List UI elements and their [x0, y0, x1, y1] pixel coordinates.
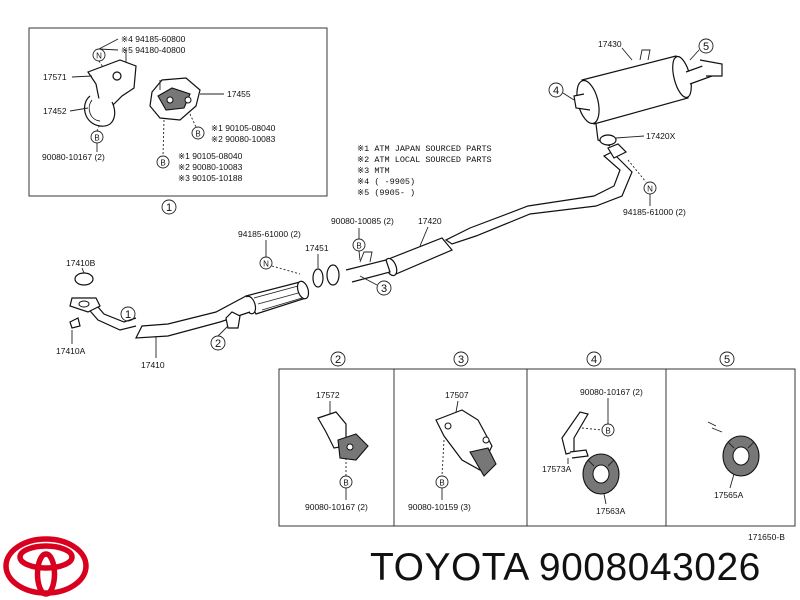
- insulator-17565a: [722, 435, 760, 477]
- inset-1: N ※4 94185-60800 ※5 94180-40800 17571 17…: [28, 27, 328, 215]
- label-90080-10085: 90080-10085 (2): [331, 216, 394, 226]
- diagram-code: 171650-B: [748, 532, 785, 542]
- ref-circle-2-panel: [330, 351, 346, 367]
- brand-part-number: TOYOTA 9008043026: [370, 546, 761, 589]
- bolt-symbol-right-icon: [191, 126, 205, 140]
- muffler-17430: [573, 49, 723, 147]
- label-17507: 17507: [445, 390, 469, 400]
- label-17451: 17451: [305, 243, 329, 253]
- label-17571: 17571: [43, 72, 67, 82]
- label-90080-10167-inset: 90080-10167 (2): [42, 152, 105, 162]
- bolt-symbol-panel4-letter: B: [605, 427, 610, 436]
- label-17420: 17420: [418, 216, 442, 226]
- ref-circle-5-main: [698, 38, 714, 54]
- label-17452: 17452: [43, 106, 67, 116]
- label-17563a: 17563A: [596, 506, 626, 516]
- label-90105-10188: ※3 90105-10188: [178, 173, 243, 183]
- label-90080-10083-b: ※2 90080-10083: [178, 162, 243, 172]
- label-17430: 17430: [598, 39, 622, 49]
- bolt-symbol-panel2-letter: B: [343, 479, 348, 488]
- bracket-17571: [87, 59, 137, 111]
- bolt-symbol-lower-letter: B: [160, 159, 165, 168]
- label-94185-60800: ※4 94185-60800: [121, 34, 186, 44]
- gasket-17410b: [74, 272, 94, 286]
- gasket-17420x: [599, 134, 617, 146]
- legend-line-3: ※3 MTM: [357, 166, 390, 176]
- label-17573a: 17573A: [542, 464, 572, 474]
- detail-panels-frame: [278, 368, 796, 527]
- nut-symbol-letter: N: [96, 52, 102, 61]
- ref-circle-1-label: 1: [166, 202, 172, 214]
- nut-symbol-rear-letter: N: [647, 185, 653, 194]
- ref-circle-2-panel-label: 2: [335, 354, 341, 366]
- inset-1-frame: [28, 27, 328, 197]
- toyota-logo: [3, 536, 89, 597]
- insulator-17563a: [582, 453, 620, 495]
- label-90080-10083-a: ※2 90080-10083: [211, 134, 276, 144]
- legend: ※1 ATM JAPAN SOURCED PARTS ※2 ATM LOCAL …: [357, 144, 492, 198]
- ref-circle-1-main-label: 1: [125, 309, 131, 321]
- bracket-17573a: [561, 411, 589, 455]
- label-90105-08040-a: ※1 90105-08040: [211, 123, 276, 133]
- label-94185-61000-left: 94185-61000 (2): [238, 229, 301, 239]
- label-17410: 17410: [141, 360, 165, 370]
- bolt-symbol-letter: B: [94, 134, 99, 143]
- ref-circle-5-main-label: 5: [703, 41, 709, 53]
- label-90105-08040-b: ※1 90105-08040: [178, 151, 243, 161]
- legend-line-4: ※4 ( -9905): [357, 177, 415, 187]
- ref-circle-3-main-label: 3: [381, 283, 387, 295]
- ref-circle-5-panel-label: 5: [724, 354, 730, 366]
- label-17455: 17455: [227, 89, 251, 99]
- label-90080-10167-panel4: 90080-10167 (2): [580, 387, 643, 397]
- ref-circle-4-panel-label: 4: [591, 354, 597, 366]
- legend-line-2: ※2 ATM LOCAL SOURCED PARTS: [357, 155, 492, 165]
- center-pipe: [444, 151, 633, 245]
- clamp-17452: [83, 95, 116, 127]
- label-94185-61000-right: 94185-61000 (2): [623, 207, 686, 217]
- bolt-symbol-center-letter: B: [356, 242, 361, 251]
- label-90080-10167-panel2: 90080-10167 (2): [305, 502, 368, 512]
- label-17572: 17572: [316, 390, 340, 400]
- gasket-17451: [312, 268, 324, 288]
- ref-circle-3-panel-label: 3: [458, 354, 464, 366]
- label-17565a: 17565A: [714, 490, 744, 500]
- legend-line-5: ※5 (9905- ): [357, 188, 415, 198]
- exhaust-assembly: 17430 5 4 17420X N 94185-61000 (2) 90080…: [56, 38, 723, 370]
- ref-circle-4-panel: [586, 351, 602, 367]
- label-17410b: 17410B: [66, 258, 96, 268]
- ref-circle-1-main: [120, 306, 136, 322]
- label-17420x: 17420X: [646, 131, 676, 141]
- label-17410a: 17410A: [56, 346, 86, 356]
- nut-symbol-front-letter: N: [263, 260, 269, 269]
- bolt-symbol-right-letter: B: [195, 130, 200, 139]
- ref-circle-3-panel: [453, 351, 469, 367]
- ref-circle-4-main-label: 4: [553, 85, 559, 97]
- ref-circle-4-main: [548, 82, 564, 98]
- ref-circle-5-panel: [719, 351, 735, 367]
- ref-circle-1: [161, 199, 177, 215]
- detail-panels: 2 17572 B 90080-10167 (2) 3 17507 B 9008…: [278, 351, 796, 542]
- legend-line-1: ※1 ATM JAPAN SOURCED PARTS: [357, 144, 492, 154]
- front-pipe-17410: [134, 295, 251, 339]
- label-90080-10159: 90080-10159 (3): [408, 502, 471, 512]
- label-94180-40800: ※5 94180-40800: [121, 45, 186, 55]
- ref-circle-3-main: [376, 280, 392, 296]
- ref-circle-2-main-label: 2: [215, 338, 221, 350]
- bolt-symbol-panel3-letter: B: [439, 479, 444, 488]
